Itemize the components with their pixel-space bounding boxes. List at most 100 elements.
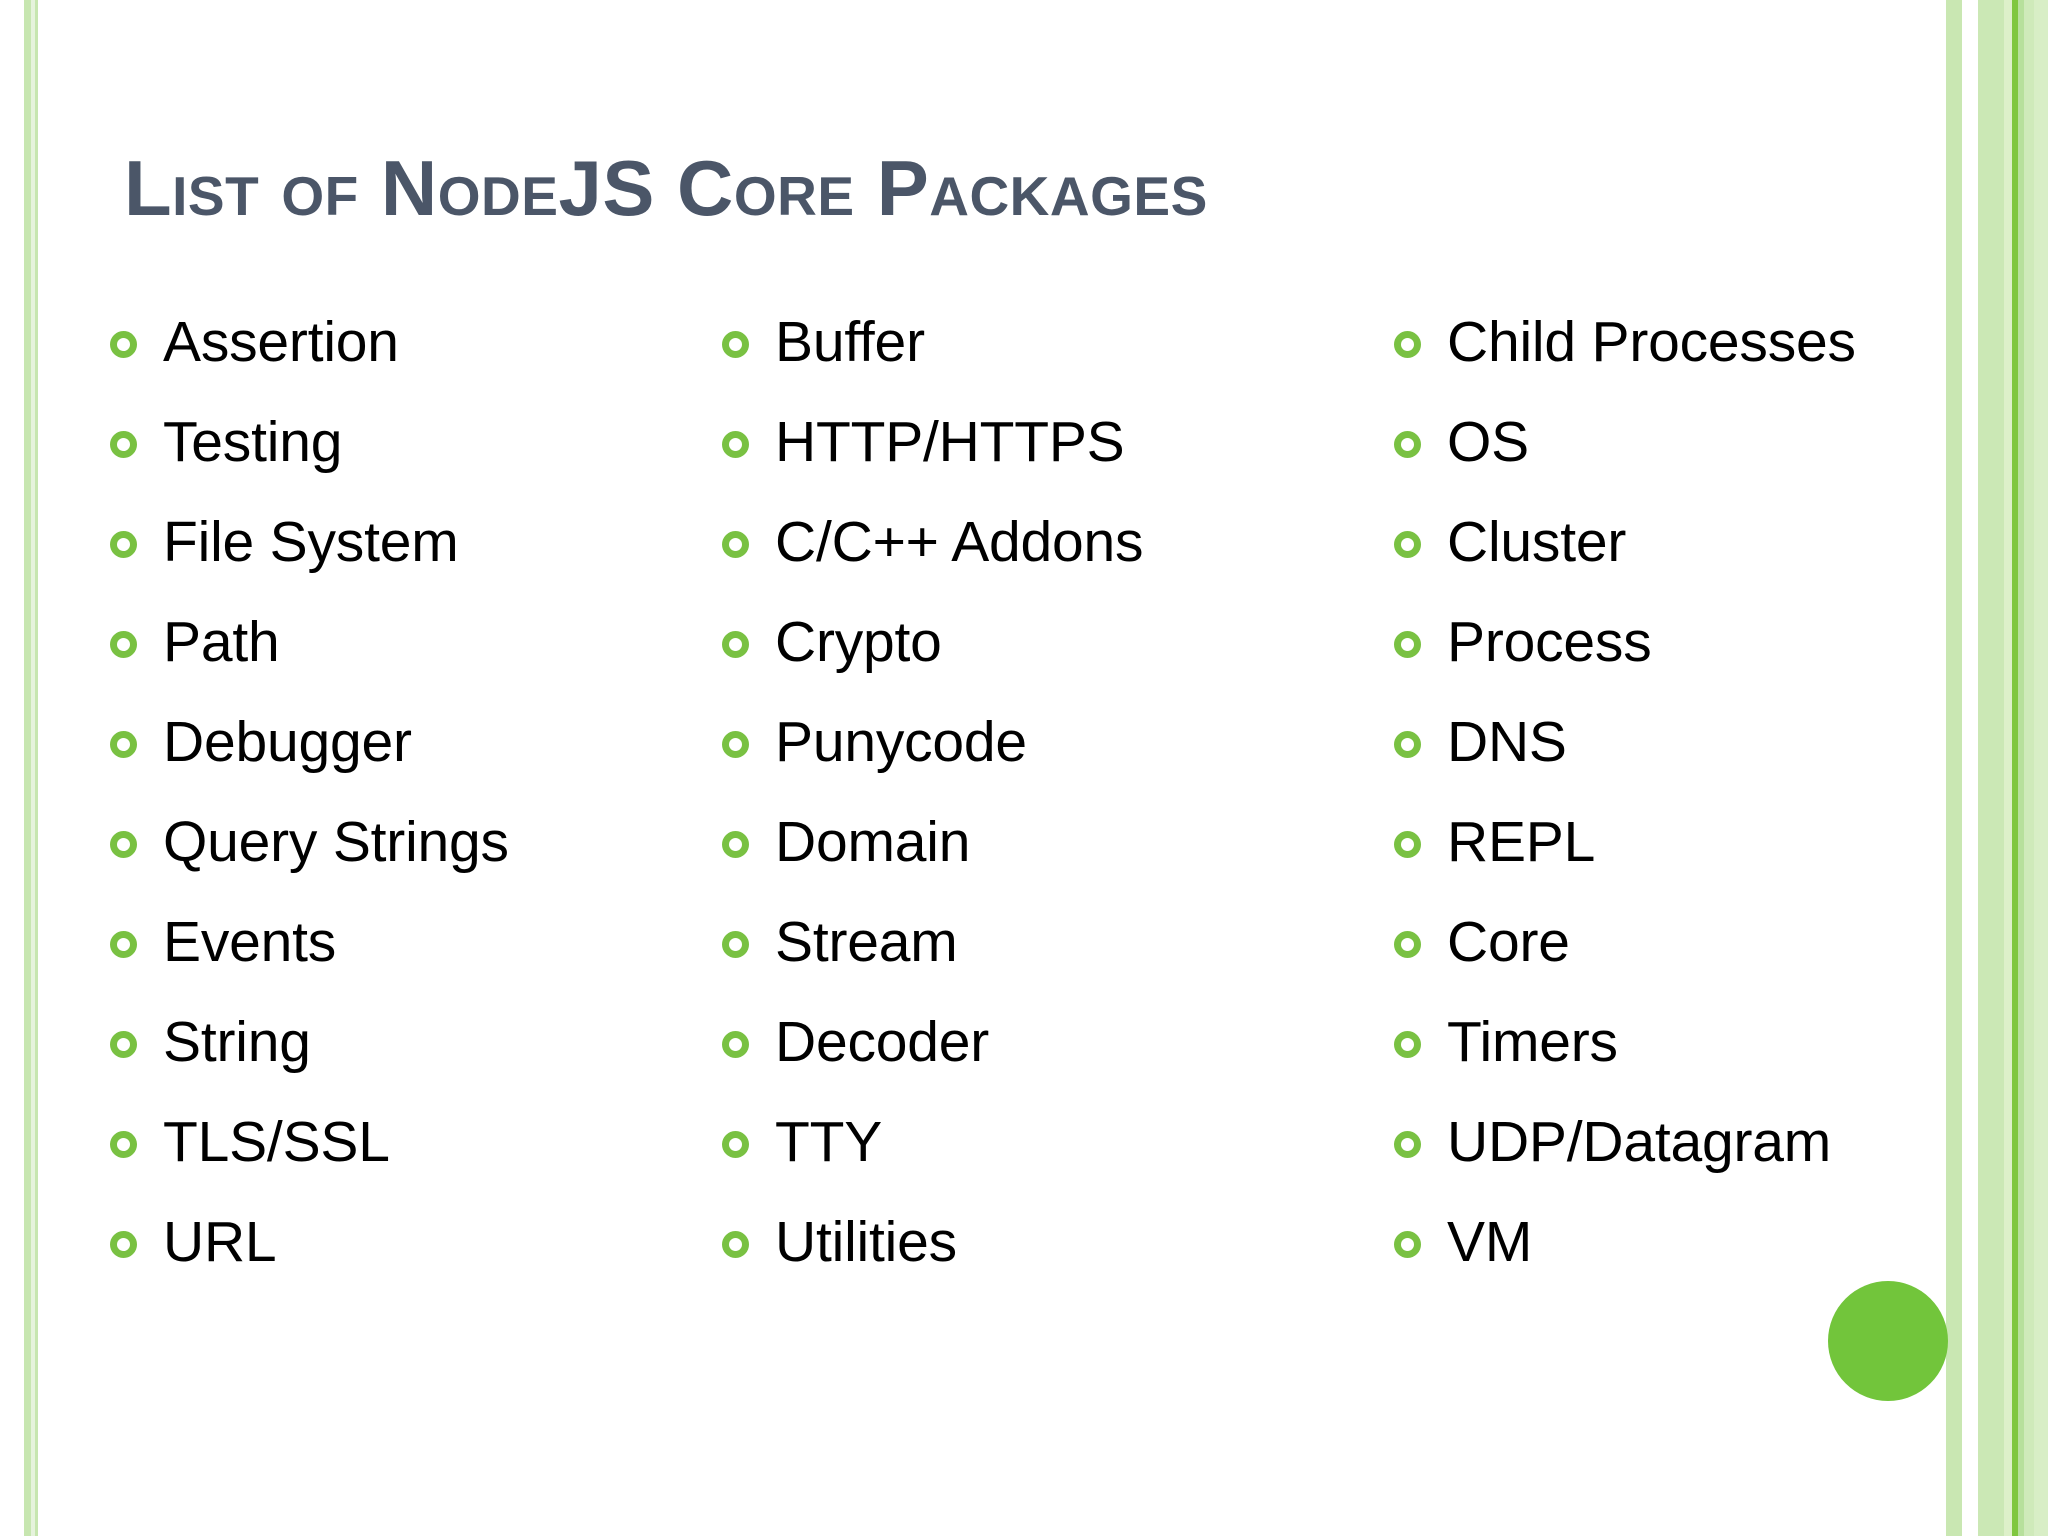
package-label: Debugger <box>163 709 412 774</box>
list-item[interactable]: VM <box>1394 1192 1940 1292</box>
ring-bullet-icon <box>722 1030 749 1058</box>
package-label: C/C++ Addons <box>775 509 1144 574</box>
ring-bullet-icon <box>722 930 749 958</box>
ring-bullet-icon <box>110 630 137 658</box>
ring-bullet-icon <box>1394 430 1421 458</box>
ring-bullet-icon <box>1394 1230 1421 1258</box>
ring-bullet-icon <box>722 830 749 858</box>
package-label: OS <box>1447 409 1529 474</box>
package-label: VM <box>1447 1209 1533 1274</box>
package-label: Utilities <box>775 1209 957 1274</box>
list-item[interactable]: Testing <box>110 392 722 492</box>
list-item[interactable]: Punycode <box>722 692 1394 792</box>
package-label: DNS <box>1447 709 1567 774</box>
package-columns: Assertion Testing File System Path Debug… <box>110 292 1940 1292</box>
package-label: Decoder <box>775 1009 990 1074</box>
package-column-3: Child Processes OS Cluster Process DNS <box>1394 292 1940 1292</box>
list-item[interactable]: DNS <box>1394 692 1940 792</box>
package-label: TTY <box>775 1109 883 1174</box>
package-label: Query Strings <box>163 809 509 874</box>
left-border-stripe-2 <box>31 0 35 1536</box>
slide-title: List of NodeJS Core Packages <box>124 144 1208 233</box>
package-label: Domain <box>775 809 971 874</box>
ring-bullet-icon <box>1394 1130 1421 1158</box>
list-item[interactable]: Timers <box>1394 992 1940 1092</box>
right-border-accent-line <box>2012 0 2018 1536</box>
package-label: Punycode <box>775 709 1027 774</box>
package-label: URL <box>163 1209 277 1274</box>
package-label: File System <box>163 509 459 574</box>
right-border-stripe-5 <box>2018 0 2024 1536</box>
package-label: Events <box>163 909 337 974</box>
package-label: Timers <box>1447 1009 1618 1074</box>
list-item[interactable]: Child Processes <box>1394 292 1940 392</box>
ring-bullet-icon <box>1394 1030 1421 1058</box>
package-label: Process <box>1447 609 1652 674</box>
ring-bullet-icon <box>722 330 749 358</box>
list-item[interactable]: String <box>110 992 722 1092</box>
list-item[interactable]: HTTP/HTTPS <box>722 392 1394 492</box>
right-border-stripe-6 <box>2024 0 2034 1536</box>
list-item[interactable]: Debugger <box>110 692 722 792</box>
ring-bullet-icon <box>722 1230 749 1258</box>
ring-bullet-icon <box>110 730 137 758</box>
list-item[interactable]: Path <box>110 592 722 692</box>
ring-bullet-icon <box>1394 530 1421 558</box>
list-item[interactable]: Decoder <box>722 992 1394 1092</box>
ring-bullet-icon <box>110 330 137 358</box>
list-item[interactable]: Buffer <box>722 292 1394 392</box>
list-item[interactable]: File System <box>110 492 722 592</box>
ring-bullet-icon <box>110 1130 137 1158</box>
ring-bullet-icon <box>1394 930 1421 958</box>
package-label: Cluster <box>1447 509 1627 574</box>
list-item[interactable]: UDP/Datagram <box>1394 1092 1940 1192</box>
ring-bullet-icon <box>1394 730 1421 758</box>
list-item[interactable]: Domain <box>722 792 1394 892</box>
package-label: Path <box>163 609 280 674</box>
list-item[interactable]: Assertion <box>110 292 722 392</box>
package-column-1: Assertion Testing File System Path Debug… <box>110 292 722 1292</box>
list-item[interactable]: Core <box>1394 892 1940 992</box>
package-label: Crypto <box>775 609 942 674</box>
ring-bullet-icon <box>110 430 137 458</box>
list-item[interactable]: Crypto <box>722 592 1394 692</box>
list-item[interactable]: C/C++ Addons <box>722 492 1394 592</box>
package-list-2: Buffer HTTP/HTTPS C/C++ Addons Crypto Pu… <box>722 292 1394 1292</box>
package-label: TLS/SSL <box>163 1109 390 1174</box>
package-label: Core <box>1447 909 1570 974</box>
ring-bullet-icon <box>110 530 137 558</box>
list-item[interactable]: Events <box>110 892 722 992</box>
ring-bullet-icon <box>110 930 137 958</box>
package-list-1: Assertion Testing File System Path Debug… <box>110 292 722 1292</box>
list-item[interactable]: TTY <box>722 1092 1394 1192</box>
package-column-2: Buffer HTTP/HTTPS C/C++ Addons Crypto Pu… <box>722 292 1394 1292</box>
package-label: Testing <box>163 409 343 474</box>
right-border-stripe-1 <box>1946 0 1962 1536</box>
package-label: Child Processes <box>1447 309 1856 374</box>
package-label: UDP/Datagram <box>1447 1109 1832 1174</box>
ring-bullet-icon <box>722 730 749 758</box>
ring-bullet-icon <box>1394 630 1421 658</box>
package-label: Stream <box>775 909 958 974</box>
package-label: REPL <box>1447 809 1596 874</box>
list-item[interactable]: OS <box>1394 392 1940 492</box>
list-item[interactable]: Cluster <box>1394 492 1940 592</box>
list-item[interactable]: URL <box>110 1192 722 1292</box>
list-item[interactable]: Stream <box>722 892 1394 992</box>
list-item[interactable]: Process <box>1394 592 1940 692</box>
left-decorative-border <box>0 0 46 1536</box>
package-label: HTTP/HTTPS <box>775 409 1125 474</box>
ring-bullet-icon <box>722 630 749 658</box>
list-item[interactable]: TLS/SSL <box>110 1092 722 1192</box>
package-label: Assertion <box>163 309 399 374</box>
right-border-stripe-3 <box>2004 0 2012 1536</box>
list-item[interactable]: Query Strings <box>110 792 722 892</box>
ring-bullet-icon <box>722 530 749 558</box>
ring-bullet-icon <box>110 1230 137 1258</box>
list-item[interactable]: REPL <box>1394 792 1940 892</box>
ring-bullet-icon <box>722 430 749 458</box>
ring-bullet-icon <box>1394 330 1421 358</box>
list-item[interactable]: Utilities <box>722 1192 1394 1292</box>
package-label: String <box>163 1009 311 1074</box>
